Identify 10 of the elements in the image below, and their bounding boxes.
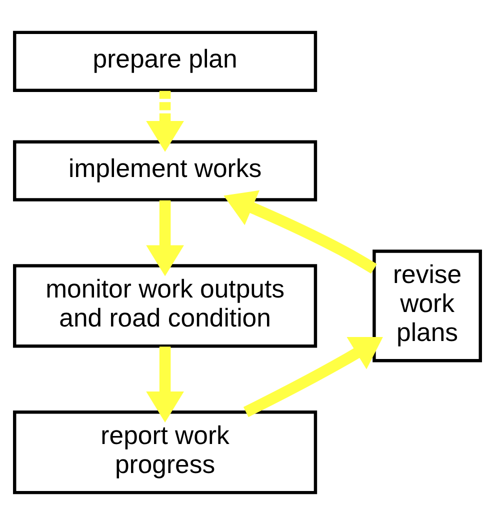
node-box: revise work plans (372, 250, 482, 362)
arrow (224, 190, 377, 274)
arrow (146, 346, 184, 422)
node-box: monitor work outputs and road condition (13, 264, 318, 348)
node-box: implement works (13, 140, 318, 202)
arrow (243, 336, 383, 418)
node-box: prepare plan (13, 30, 318, 92)
arrow (146, 200, 184, 276)
node-box: report work progress (13, 410, 318, 494)
arrow (146, 90, 184, 152)
